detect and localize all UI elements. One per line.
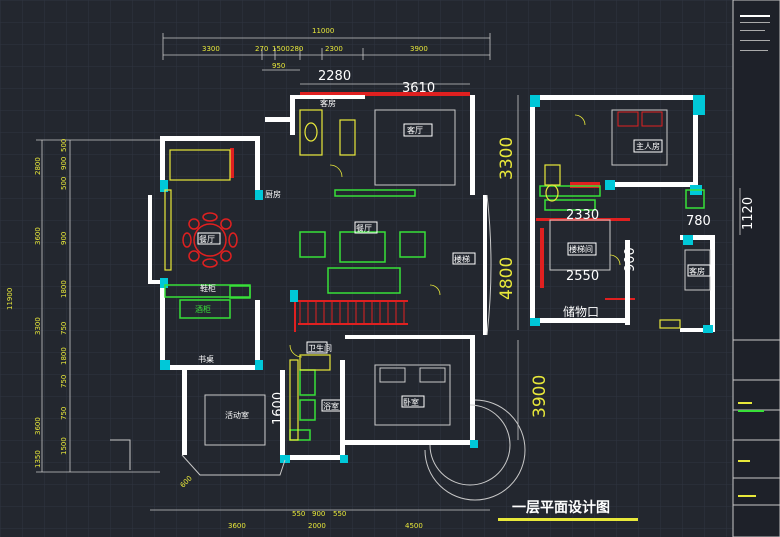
title-underline <box>498 518 638 521</box>
dim-bot-2: 550 <box>292 510 305 518</box>
door-swings <box>289 114 621 358</box>
label-storage-mouth: 储物口 <box>563 304 599 319</box>
dim-bot-1: 3600 <box>228 522 246 530</box>
dim-total: 11000 <box>312 27 334 35</box>
dim-upper-2: 2550 <box>566 269 599 284</box>
dim-top-5: 2300 <box>325 45 343 53</box>
label-master: 主人房 <box>636 141 660 151</box>
dim-left-total: 11900 <box>6 288 14 310</box>
label-shoe: 鞋柜 <box>200 283 216 293</box>
dim-upper-5: 1120 <box>741 197 756 230</box>
label-desk: 书桌 <box>198 354 214 364</box>
dim-left-in-9: 750 <box>60 407 68 420</box>
label-guest-top: 客房 <box>320 98 336 108</box>
dim-left-in-1: 500 <box>60 139 68 152</box>
drawing-title: 一层平面设计图 <box>512 499 610 516</box>
label-bedroom: 卧室 <box>403 397 419 407</box>
label-living: 客厅 <box>407 125 423 135</box>
dim-upper-3: 900 <box>623 247 638 272</box>
dim-left-4: 3600 <box>34 417 42 435</box>
label-stair: 楼梯 <box>454 254 470 264</box>
dim-upper-1: 2330 <box>566 208 599 223</box>
beds <box>204 109 711 446</box>
walls <box>148 95 715 460</box>
yellow-fixtures <box>164 109 681 441</box>
dim-left-in-2: 900 <box>60 157 68 170</box>
dim-inner-2: 3610 <box>402 81 435 96</box>
dim-bot-5: 4500 <box>405 522 423 530</box>
dim-upper-4: 780 <box>686 214 711 229</box>
dim-left-in-10: 1500 <box>60 437 68 455</box>
dim-right-2: 4800 <box>497 257 517 300</box>
dim-sub: 950 <box>272 62 285 70</box>
dining-table <box>182 212 238 268</box>
dim-right-3: 3900 <box>530 375 550 418</box>
dim-left-in-6: 750 <box>60 322 68 335</box>
dim-left-in-8: 750 <box>60 375 68 388</box>
dim-top-3: 1500 <box>272 45 290 53</box>
dim-bot-4: 550 <box>333 510 346 518</box>
dim-top-1: 3300 <box>202 45 220 53</box>
dim-inner-1: 2280 <box>318 69 351 84</box>
dim-left-in-4: 900 <box>60 232 68 245</box>
dimension-lines <box>36 33 741 511</box>
dim-left-5: 1350 <box>34 450 42 468</box>
dim-top-4: 280 <box>290 45 303 53</box>
label-guest: 客房 <box>689 266 705 276</box>
label-kitchen: 厨房 <box>265 189 281 199</box>
dim-other-2: 600 <box>179 474 194 489</box>
dim-bot-total: 2000 <box>308 522 326 530</box>
dim-other-1: 1600 <box>271 392 286 425</box>
dim-left-in-5: 1800 <box>60 280 68 298</box>
label-dining: 餐厅 <box>356 224 372 233</box>
room-labels <box>197 123 711 412</box>
stair <box>299 302 405 323</box>
label-bath: 浴室 <box>323 401 339 411</box>
dim-top-2: 270 <box>255 45 268 53</box>
garden-arc <box>110 194 526 501</box>
label-cabinet: 酒柜 <box>195 304 211 314</box>
dim-left-in-7: 1800 <box>60 347 68 365</box>
label-activity: 活动室 <box>225 410 249 420</box>
title-block <box>732 0 780 537</box>
label-stair-room: 楼梯间 <box>569 244 593 254</box>
dim-left-2: 3600 <box>34 227 42 245</box>
dim-top-6: 3900 <box>410 45 428 53</box>
dim-left-1: 2800 <box>34 157 42 175</box>
dim-bot-3: 900 <box>312 510 325 518</box>
dim-left-3: 3300 <box>34 317 42 335</box>
label-dining-table: 餐厅 <box>199 235 215 244</box>
label-toilet: 卫生间 <box>308 343 332 353</box>
dim-right-1: 3300 <box>497 137 517 180</box>
green-furniture <box>164 185 705 441</box>
dim-left-in-3: 500 <box>60 177 68 190</box>
